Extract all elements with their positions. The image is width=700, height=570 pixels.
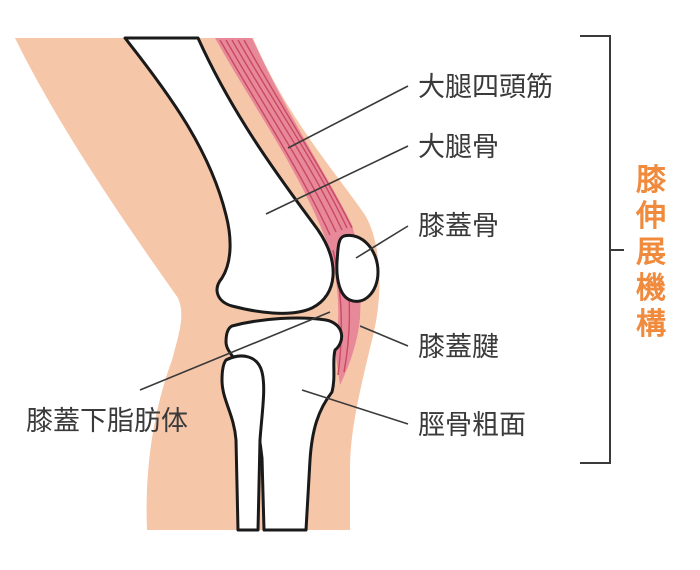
leader-fatpad <box>139 311 331 391</box>
mechanism-label: 膝 伸 展 機 構 <box>635 163 667 342</box>
femur-bone <box>123 36 335 315</box>
patella-bone <box>335 233 380 303</box>
mechanism-char: 展 <box>636 235 666 270</box>
mechanism-char: 膝 <box>636 163 667 198</box>
label-quadriceps: 大腿四頭筋 <box>418 72 553 103</box>
leader-patella <box>355 225 409 259</box>
quadriceps-fibers <box>219 39 353 376</box>
mechanism-bracket <box>580 35 624 464</box>
mechanism-char: 機 <box>636 271 666 306</box>
mechanism-char: 構 <box>636 307 666 342</box>
leader-tendon <box>359 325 409 347</box>
leader-tuberosity <box>301 389 409 425</box>
leader-femur <box>265 145 409 215</box>
label-patella: 膝蓋骨 <box>418 211 499 242</box>
label-femur: 大腿骨 <box>418 132 499 163</box>
leader-quadriceps <box>287 85 409 149</box>
label-tibial-tuberosity: 脛骨粗面 <box>418 410 526 441</box>
label-patellar-tendon: 膝蓋腱 <box>418 332 499 363</box>
label-infrapatellar-fat-pad: 膝蓋下脂肪体 <box>26 406 188 437</box>
leader-lines <box>139 85 409 425</box>
mechanism-char: 伸 <box>635 199 666 234</box>
fibula-bone <box>220 354 266 532</box>
